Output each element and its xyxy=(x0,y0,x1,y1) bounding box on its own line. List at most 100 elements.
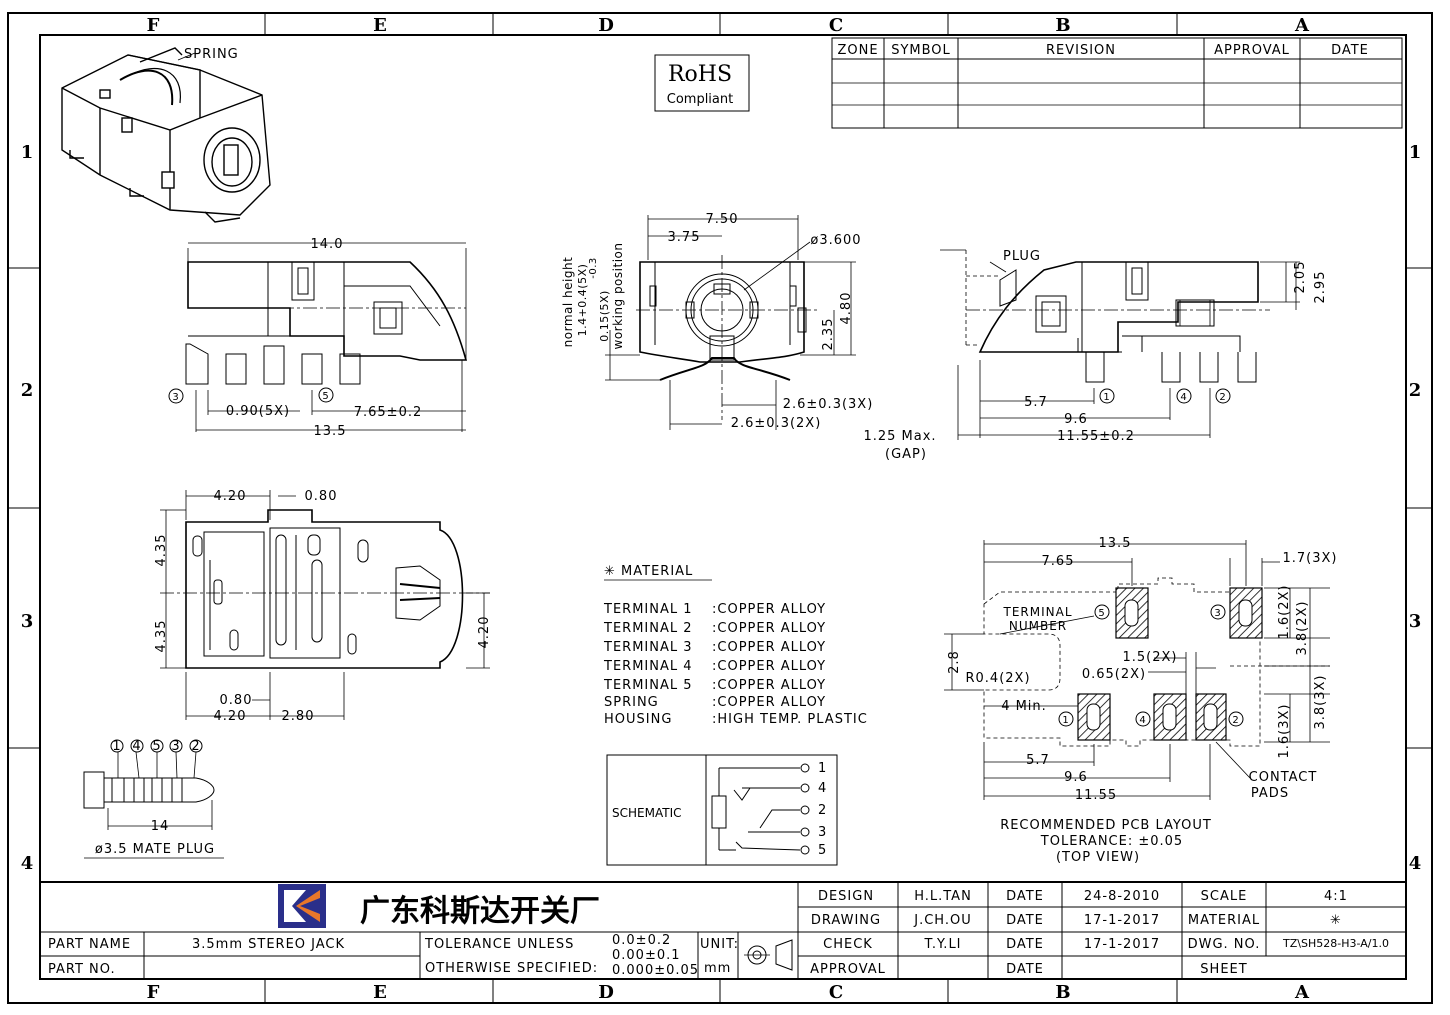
plug-title: ø3.5 MATE PLUG xyxy=(95,842,215,857)
plug-contact-3: 3 xyxy=(171,739,180,754)
zone-col-a-bottom: A xyxy=(1294,982,1310,1003)
check-value: T.Y.LI xyxy=(923,937,961,952)
right-dim-96: 9.6 xyxy=(1064,412,1088,427)
front-vlabel-tol-neg: -0.3 xyxy=(588,257,599,279)
material-item-1: TERMINAL 1 xyxy=(603,602,693,617)
zone-col-f-bottom: F xyxy=(147,982,160,1003)
schematic-pin-5: 5 xyxy=(818,843,827,858)
zone-row-4-right: 4 xyxy=(1409,853,1422,874)
rohs-title: RoHS xyxy=(668,62,732,87)
plug-contact-2: 2 xyxy=(191,739,200,754)
part-name-label: PART NAME xyxy=(48,937,131,952)
rohs-mark: RoHS Compliant xyxy=(654,54,750,112)
drawing-date: 17-1-2017 xyxy=(1084,913,1160,928)
zone-col-e-bottom: E xyxy=(373,982,387,1003)
scale-value: 4:1 xyxy=(1324,889,1348,904)
top-dim-080a: 0.80 xyxy=(305,489,338,504)
schematic-pin-1: 1 xyxy=(818,761,827,776)
front-vlabel-015: 0.15(5X) xyxy=(598,290,611,342)
schematic-pin-4: 4 xyxy=(818,781,827,796)
zone-col-c-bottom: C xyxy=(829,982,843,1003)
right-term-1: 1 xyxy=(1103,392,1110,403)
front-dim-t1: 2.6±0.3(3X) xyxy=(783,397,874,412)
right-term-4: 4 xyxy=(1180,392,1187,403)
right-plug-label: PLUG xyxy=(1003,249,1041,264)
approval-label: APPROVAL xyxy=(810,962,886,977)
pcb-note-2: TOLERANCE: ±0.05 xyxy=(1040,834,1183,849)
zone-row-1-right: 1 xyxy=(1409,142,1422,163)
top-dim-420r: 4.20 xyxy=(477,616,492,649)
zone-col-c-top: C xyxy=(829,15,843,36)
pcb-dim-r04: R0.4(2X) xyxy=(965,671,1030,686)
top-dim-435b: 4.35 xyxy=(154,620,169,653)
schematic-label: SCHEMATIC xyxy=(612,806,681,820)
dwg-value: TZ\SH528-H3-A/1.0 xyxy=(1282,937,1389,950)
plug-contact-5: 5 xyxy=(152,739,161,754)
right-dim-top1: 2.05 xyxy=(1293,261,1308,294)
pcb-pad-4: 4 xyxy=(1139,715,1146,726)
spring-label: SPRING xyxy=(184,47,239,62)
inner-border xyxy=(39,34,1407,980)
top-dim-435a: 4.35 xyxy=(154,534,169,567)
front-view xyxy=(605,215,856,430)
unit-value: mm xyxy=(704,961,731,976)
side-view xyxy=(168,242,468,432)
top-view xyxy=(160,490,490,720)
top-dim-080b: 0.80 xyxy=(220,693,253,708)
material-value-7: :HIGH TEMP. PLASTIC xyxy=(712,712,868,727)
pcb-dim-16a: 1.6(2X) xyxy=(1277,585,1292,640)
front-dim-t2: 2.6±0.3(2X) xyxy=(731,416,822,431)
part-no-label: PART NO. xyxy=(48,962,116,977)
drawing-date-label: DATE xyxy=(1006,913,1044,928)
material-item-7: HOUSING xyxy=(604,712,672,727)
schematic: SCHEMATIC 1 4 2 3 5 xyxy=(606,754,838,866)
approval-date-label: DATE xyxy=(1006,962,1044,977)
zone-col-e-top: E xyxy=(373,15,387,36)
pcb-terminal-number-2: NUMBER xyxy=(1009,619,1067,633)
zone-row-2-right: 2 xyxy=(1409,380,1422,401)
design-value: H.L.TAN xyxy=(914,889,972,904)
pcb-dim-4min: 4 Min. xyxy=(1001,699,1047,714)
check-date: 17-1-2017 xyxy=(1084,937,1160,952)
front-dim-dia: ø3.600 xyxy=(810,233,861,248)
plug-dim: 14 xyxy=(151,819,170,834)
side-dim-pitch: 0.90(5X) xyxy=(226,404,290,419)
material-label: MATERIAL xyxy=(1188,913,1260,928)
pcb-dim-57: 5.7 xyxy=(1026,753,1050,768)
sheet-label: SHEET xyxy=(1200,962,1247,977)
mate-plug xyxy=(83,739,224,859)
pcb-note-3: (TOP VIEW) xyxy=(1056,850,1140,865)
front-dim-center: 2.35 xyxy=(821,318,836,351)
front-vlabel-normal: normal height xyxy=(561,257,575,348)
rev-header-symbol: SYMBOL xyxy=(891,43,951,58)
company-name: 广东科斯达开关厂 xyxy=(360,894,600,929)
front-vlabel-tol: 1.4+0.4(5X) xyxy=(576,264,589,337)
side-dim-bottom: 13.5 xyxy=(314,424,347,439)
rev-header-zone: ZONE xyxy=(837,43,878,58)
revision-table: ZONE SYMBOL REVISION APPROVAL DATE xyxy=(831,37,1403,129)
rev-header-revision: REVISION xyxy=(1046,43,1116,58)
pcb-pad-2: 2 xyxy=(1232,715,1239,726)
front-dim-height: 4.80 xyxy=(839,292,854,325)
pcb-dim-135: 13.5 xyxy=(1099,536,1132,551)
right-view xyxy=(940,249,1300,440)
front-dim-width: 7.50 xyxy=(706,212,739,227)
plug-contact-4: 4 xyxy=(132,739,141,754)
drawing-label: DRAWING xyxy=(811,913,881,928)
pcb-dim-96: 9.6 xyxy=(1064,770,1088,785)
pcb-dim-28: 2.8 xyxy=(947,650,962,674)
material-value-4: :COPPER ALLOY xyxy=(712,659,826,674)
material-item-6: SPRING xyxy=(604,695,659,710)
pcb-note-1: RECOMMENDED PCB LAYOUT xyxy=(1000,818,1212,833)
zone-row-1-left: 1 xyxy=(21,142,34,163)
pcb-dim-765: 7.65 xyxy=(1042,554,1075,569)
material-item-2: TERMINAL 2 xyxy=(603,621,693,636)
material-value-3: :COPPER ALLOY xyxy=(712,640,826,655)
design-date: 24-8-2010 xyxy=(1084,889,1160,904)
right-term-2: 2 xyxy=(1219,392,1226,403)
tolerance-v2: 0.00±0.1 xyxy=(612,948,681,963)
pcb-dim-38a: 3.8(2X) xyxy=(1295,601,1310,656)
projection-symbol-icon xyxy=(744,939,793,971)
unit-label: UNIT: xyxy=(700,937,739,952)
design-date-label: DATE xyxy=(1006,889,1044,904)
